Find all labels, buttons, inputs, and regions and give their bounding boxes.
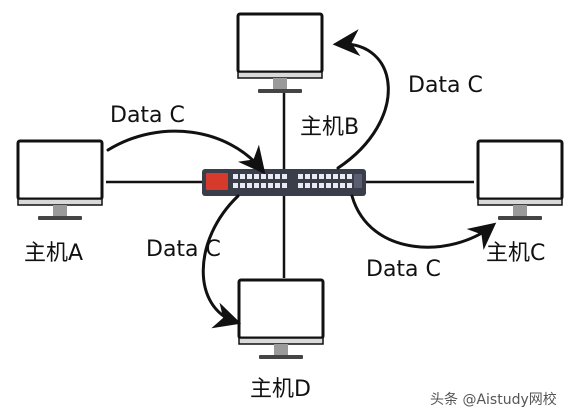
packet-label-a: Data C [110,103,185,128]
packet-label-d: Data C [146,237,221,262]
host-c-monitor-icon [476,139,564,222]
packet-label-b: Data C [408,73,483,98]
link-lines [106,90,474,278]
flow-arrow-switch-to-b [332,29,390,170]
host-label-c: 主机C [486,241,545,266]
packet-label-c: Data C [366,257,441,282]
flow-arrow-a-to-switch [106,129,266,175]
host-d-monitor-icon [237,278,325,361]
host-b-monitor-icon [236,12,324,95]
host-label-a: 主机A [24,241,83,266]
host-a-monitor-icon [16,139,104,222]
host-label-d: 主机D [250,377,311,402]
switch-indicator [206,173,228,190]
flow-arrow-switch-to-d [201,194,242,329]
host-label-b: 主机B [300,115,359,140]
flow-arrow-switch-to-c [350,194,497,251]
network-switch-icon [202,169,366,196]
watermark-text: 头条 @Aistudy网校 [430,391,557,408]
